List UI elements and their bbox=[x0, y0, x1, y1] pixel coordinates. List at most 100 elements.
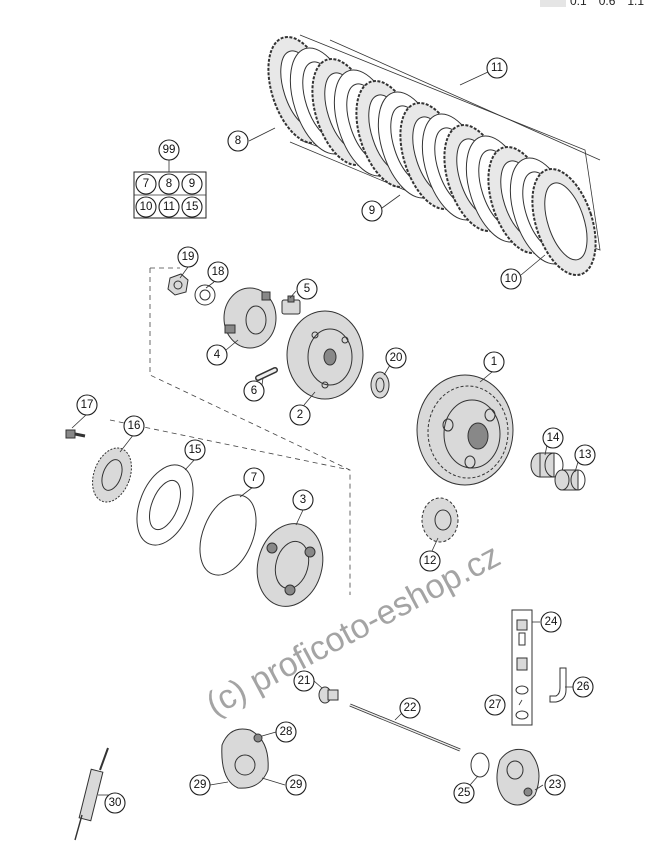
scale-value-3: 1.1 bbox=[627, 0, 645, 8]
callout-15[interactable]: 15 bbox=[184, 439, 206, 461]
svg-text:10: 10 bbox=[140, 201, 153, 213]
callout-12[interactable]: 12 bbox=[419, 550, 441, 572]
svg-text:27: 27 bbox=[489, 699, 502, 711]
kit-item-9[interactable]: 9 bbox=[181, 173, 203, 195]
clutch-plate-stack bbox=[267, 34, 601, 277]
slave-cylinder-part bbox=[496, 748, 540, 806]
banjo-bolt-set-part bbox=[511, 609, 533, 726]
syringe-part bbox=[74, 747, 109, 841]
callout-16[interactable]: 16 bbox=[123, 415, 145, 437]
callout-8[interactable]: 8 bbox=[227, 130, 249, 152]
callout-21[interactable]: 21 bbox=[293, 670, 315, 692]
callout-5[interactable]: 5 bbox=[296, 278, 318, 300]
bolt-part bbox=[65, 429, 86, 439]
svg-text:14: 14 bbox=[547, 432, 560, 444]
svg-text:5: 5 bbox=[304, 283, 310, 295]
o-ring-part bbox=[470, 752, 490, 778]
kit-item-15[interactable]: 15 bbox=[181, 196, 203, 218]
clutch-basket-part bbox=[416, 374, 514, 486]
pressure-plate-part bbox=[256, 523, 324, 607]
svg-text:18: 18 bbox=[212, 266, 225, 278]
svg-text:9: 9 bbox=[369, 205, 375, 217]
svg-text:16: 16 bbox=[128, 420, 141, 432]
callout-27[interactable]: 27 bbox=[484, 694, 506, 716]
callout-99[interactable]: 99 bbox=[158, 139, 180, 161]
svg-text:2: 2 bbox=[297, 409, 303, 421]
part-callouts: 8 11 9 10 19 18 5 4 6 2 20 1 14 13 12 17… bbox=[76, 57, 596, 814]
svg-text:15: 15 bbox=[189, 444, 202, 456]
callout-13[interactable]: 13 bbox=[574, 444, 596, 466]
callout-23[interactable]: 23 bbox=[544, 774, 566, 796]
callout-7[interactable]: 7 bbox=[243, 467, 265, 489]
nut-part bbox=[167, 273, 189, 296]
svg-text:4: 4 bbox=[214, 349, 221, 361]
svg-text:6: 6 bbox=[251, 385, 257, 397]
lock-washer-part bbox=[194, 284, 216, 306]
svg-text:12: 12 bbox=[424, 555, 437, 567]
callout-2[interactable]: 2 bbox=[289, 404, 311, 426]
primary-gear-part bbox=[421, 497, 459, 543]
callout-17[interactable]: 17 bbox=[76, 394, 98, 416]
scale-value-2: 0.6 bbox=[598, 0, 616, 8]
spring-ring-part bbox=[199, 494, 257, 576]
callout-24[interactable]: 24 bbox=[540, 611, 562, 633]
callout-3[interactable]: 3 bbox=[292, 489, 314, 511]
svg-text:3: 3 bbox=[300, 494, 306, 506]
inner-hub-part bbox=[286, 310, 364, 400]
leader-lines bbox=[71, 71, 579, 796]
svg-text:11: 11 bbox=[491, 62, 503, 74]
svg-text:11: 11 bbox=[163, 201, 175, 213]
callout-30[interactable]: 30 bbox=[104, 792, 126, 814]
svg-text:8: 8 bbox=[235, 135, 241, 147]
kit-item-7[interactable]: 7 bbox=[135, 173, 157, 195]
master-cylinder-part bbox=[221, 728, 269, 789]
svg-text:7: 7 bbox=[251, 472, 257, 484]
svg-text:28: 28 bbox=[280, 726, 293, 738]
callout-28[interactable]: 28 bbox=[275, 721, 297, 743]
svg-text:1: 1 bbox=[491, 356, 497, 368]
callout-29-right[interactable]: 29 bbox=[285, 774, 307, 796]
callout-22[interactable]: 22 bbox=[399, 697, 421, 719]
callout-6[interactable]: 6 bbox=[243, 380, 265, 402]
kit-item-11[interactable]: 11 bbox=[158, 196, 180, 218]
thrust-washer-part bbox=[370, 371, 390, 399]
svg-text:24: 24 bbox=[545, 616, 558, 628]
svg-text:19: 19 bbox=[182, 251, 195, 263]
pin-part bbox=[255, 367, 278, 381]
svg-text:99: 99 bbox=[163, 144, 176, 156]
svg-text:21: 21 bbox=[298, 675, 311, 687]
kit-item-10[interactable]: 10 bbox=[135, 196, 157, 218]
svg-text:13: 13 bbox=[579, 449, 592, 461]
bushing-part bbox=[554, 469, 586, 491]
callout-14[interactable]: 14 bbox=[542, 427, 564, 449]
svg-text:29: 29 bbox=[194, 779, 207, 791]
callout-4[interactable]: 4 bbox=[206, 344, 228, 366]
scale-value-1: 0.1 bbox=[570, 0, 587, 8]
callout-18[interactable]: 18 bbox=[207, 261, 229, 283]
svg-text:7: 7 bbox=[143, 178, 149, 190]
svg-text:8: 8 bbox=[166, 178, 172, 190]
clutch-assembly-outline bbox=[109, 267, 351, 595]
svg-text:26: 26 bbox=[577, 681, 590, 693]
pushrod-head-part bbox=[318, 686, 339, 704]
callout-25[interactable]: 25 bbox=[453, 782, 475, 804]
svg-text:23: 23 bbox=[549, 779, 562, 791]
callout-11[interactable]: 11 bbox=[486, 57, 508, 79]
kit-item-8[interactable]: 8 bbox=[158, 173, 180, 195]
scale-swatch bbox=[540, 0, 566, 7]
bracket-part bbox=[281, 295, 301, 315]
clutch-plates bbox=[267, 35, 597, 277]
callout-19[interactable]: 19 bbox=[177, 246, 199, 268]
svg-text:29: 29 bbox=[290, 779, 303, 791]
callout-9[interactable]: 9 bbox=[361, 200, 383, 222]
svg-text:22: 22 bbox=[404, 702, 417, 714]
kit-callouts: 99 7 8 9 10 11 15 bbox=[135, 139, 203, 218]
callout-1[interactable]: 1 bbox=[483, 351, 505, 373]
svg-text:10: 10 bbox=[505, 273, 518, 285]
callout-10[interactable]: 10 bbox=[500, 268, 522, 290]
callout-20[interactable]: 20 bbox=[385, 347, 407, 369]
callout-26[interactable]: 26 bbox=[572, 676, 594, 698]
pressure-cap-part bbox=[223, 287, 277, 349]
callout-29-left[interactable]: 29 bbox=[189, 774, 211, 796]
